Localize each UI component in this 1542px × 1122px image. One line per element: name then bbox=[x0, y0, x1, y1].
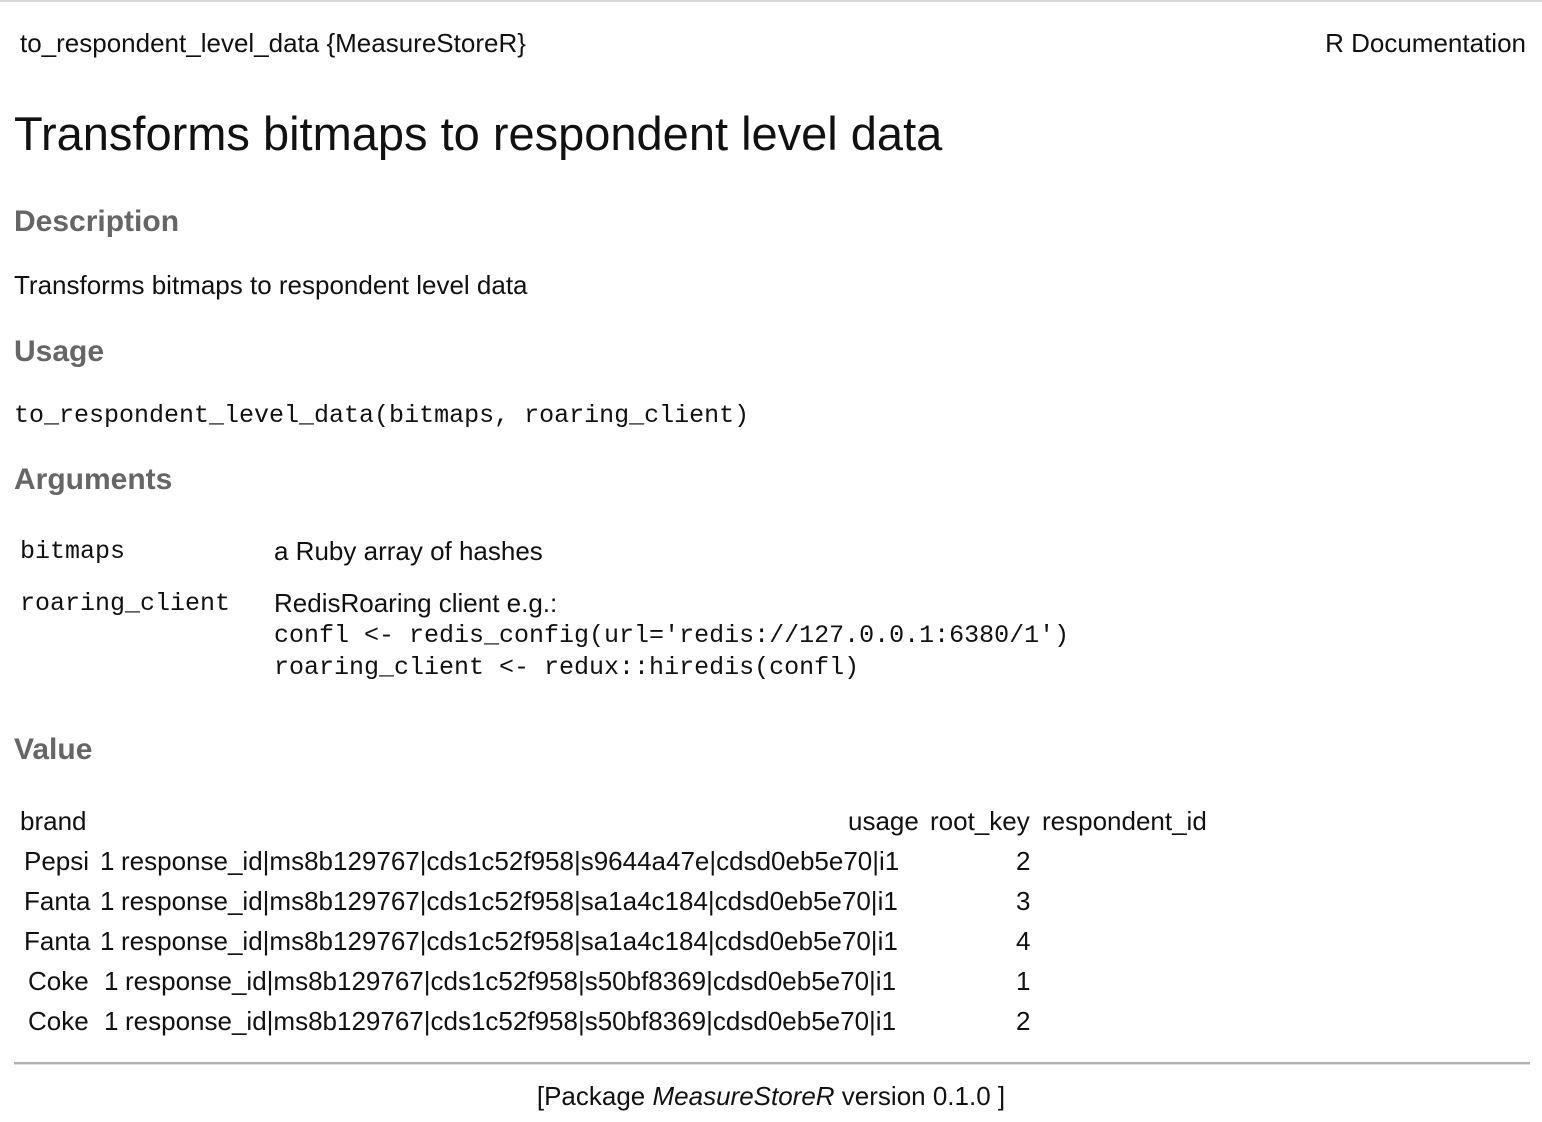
cell-root-key: response_id|ms8b129767|cds1c52f958|s50bf… bbox=[125, 966, 897, 996]
cell-brand: Pepsi bbox=[24, 846, 90, 876]
column-header-usage: usage bbox=[848, 806, 919, 836]
cell-root-key: response_id|ms8b129767|cds1c52f958|s9644… bbox=[121, 846, 900, 876]
cell-root-key: response_id|ms8b129767|cds1c52f958|sa1a4… bbox=[121, 926, 898, 956]
cell-root-key: response_id|ms8b129767|cds1c52f958|sa1a4… bbox=[121, 886, 898, 916]
usage-heading: Usage bbox=[14, 335, 105, 368]
cell-usage: 1 bbox=[104, 966, 119, 996]
footer-open: [Package bbox=[536, 1081, 653, 1111]
doc-type-label: R Documentation bbox=[1325, 27, 1526, 58]
package-name: MeasureStoreR bbox=[652, 1081, 835, 1111]
cell-brand: Coke bbox=[28, 966, 89, 996]
arguments-heading: Arguments bbox=[14, 463, 173, 496]
column-header-brand: brand bbox=[20, 806, 87, 836]
description-text: Transforms bitmaps to respondent level d… bbox=[14, 270, 528, 300]
usage-code: to_respondent_level_data(bitmaps, roarin… bbox=[14, 401, 750, 430]
cell-brand: Fanta bbox=[24, 926, 91, 956]
footer-divider bbox=[14, 1062, 1530, 1065]
footer-version: version 0.1.0 ] bbox=[834, 1081, 1006, 1111]
cell-respondent-id: 2 bbox=[1016, 1006, 1031, 1036]
description-heading: Description bbox=[14, 205, 180, 238]
argument-code-line: roaring_client <- redux::hiredis(confl) bbox=[274, 653, 860, 682]
cell-respondent-id: 2 bbox=[1016, 846, 1031, 876]
argument-code-line: confl <- redis_config(url='redis://127.0… bbox=[274, 621, 1070, 650]
argument-name: bitmaps bbox=[20, 537, 126, 566]
cell-respondent-id: 1 bbox=[1016, 966, 1031, 996]
cell-usage: 1 bbox=[100, 926, 115, 956]
value-heading: Value bbox=[14, 733, 93, 766]
doc-header: to_respondent_level_data {MeasureStoreR}… bbox=[20, 26, 1526, 60]
cell-root-key: response_id|ms8b129767|cds1c52f958|s50bf… bbox=[125, 1006, 897, 1036]
column-header-root-key: root_key bbox=[930, 806, 1030, 836]
page-title: Transforms bitmaps to respondent level d… bbox=[14, 107, 943, 160]
argument-description: a Ruby array of hashes bbox=[274, 536, 543, 566]
package-footer: [Package MeasureStoreR version 0.1.0 ] bbox=[0, 1078, 1542, 1114]
cell-respondent-id: 3 bbox=[1016, 886, 1031, 916]
cell-usage: 1 bbox=[104, 1006, 119, 1036]
argument-description: RedisRoaring client e.g.: bbox=[274, 588, 558, 618]
column-header-respondent-id: respondent_id bbox=[1042, 806, 1207, 836]
cell-brand: Coke bbox=[28, 1006, 89, 1036]
cell-brand: Fanta bbox=[24, 886, 91, 916]
argument-name: roaring_client bbox=[20, 589, 231, 618]
cell-respondent-id: 4 bbox=[1016, 926, 1031, 956]
cell-usage: 1 bbox=[100, 846, 115, 876]
topic-label: to_respondent_level_data {MeasureStoreR} bbox=[20, 27, 526, 58]
cell-usage: 1 bbox=[100, 886, 115, 916]
